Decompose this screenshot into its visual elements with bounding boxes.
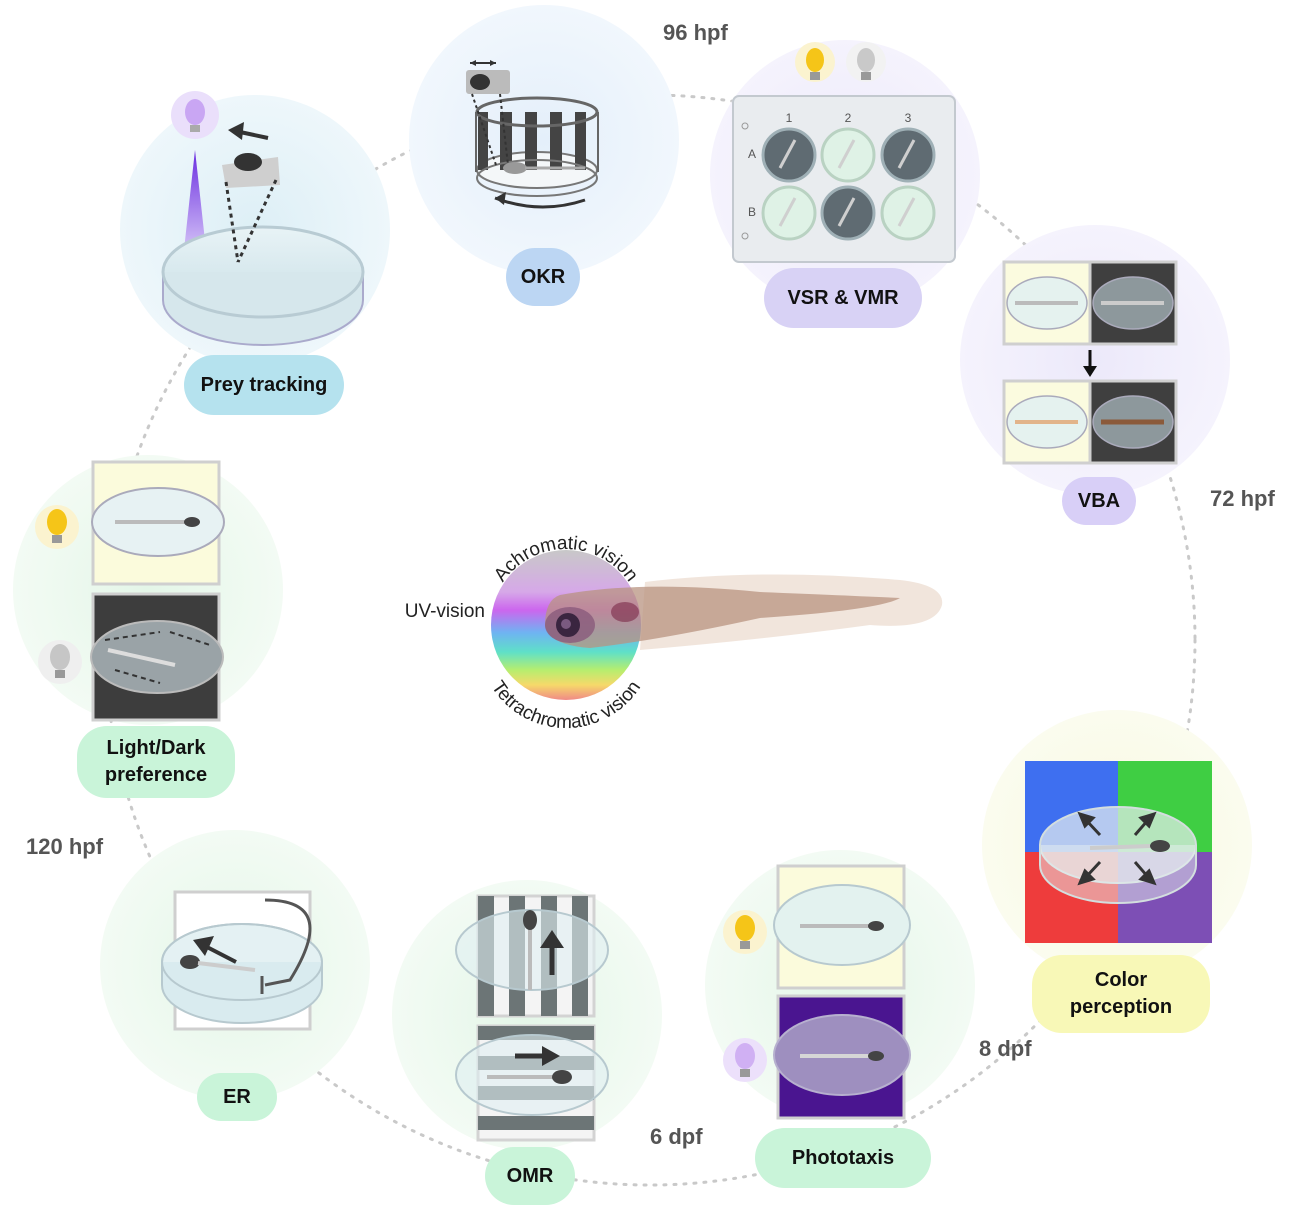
zebrafish-larva-icon: Achromatic vision Tetrachromatic vision …	[405, 533, 943, 733]
stage-8dpf: 8 dpf	[979, 1036, 1032, 1061]
er-icon	[161, 890, 323, 1031]
phototaxis-label: Phototaxis	[755, 1128, 931, 1188]
plate-row-b: B	[748, 205, 756, 219]
plate-col-1: 1	[786, 111, 793, 125]
er-label: ER	[197, 1073, 277, 1121]
color-perception-label: Color perception	[1032, 955, 1210, 1033]
vba-panels	[1002, 260, 1178, 465]
light-dark-icon	[35, 460, 225, 722]
plate-col-3: 3	[905, 111, 912, 125]
uv-vision-label: UV-vision	[405, 601, 485, 622]
stage-6dpf: 6 dpf	[650, 1124, 703, 1149]
okr-bubble	[409, 5, 679, 275]
okr-label: OKR	[506, 248, 580, 306]
stage-72hpf: 72 hpf	[1210, 486, 1275, 511]
okr-drum-icon	[466, 60, 599, 209]
color-perception-icon	[1025, 761, 1212, 943]
vba-label: VBA	[1062, 477, 1136, 525]
omr-icon	[455, 894, 609, 1142]
phototaxis-icon	[723, 864, 911, 1120]
prey-tracking-label: Prey tracking	[184, 355, 344, 415]
well-plate-icon: 1 2 3 A B	[732, 95, 956, 263]
stage-96hpf: 96 hpf	[663, 20, 728, 45]
vsr-vmr-label: VSR & VMR	[764, 268, 922, 328]
light-dark-label: Light/Dark preference	[77, 726, 235, 798]
stage-120hpf: 120 hpf	[26, 834, 104, 859]
light-bulb-on-icon	[795, 42, 835, 82]
light-bulb-off-icon	[846, 42, 886, 82]
plate-col-2: 2	[845, 111, 852, 125]
plate-row-a: A	[748, 147, 756, 161]
prey-tracking-icon	[161, 91, 365, 346]
omr-label: OMR	[485, 1147, 575, 1205]
